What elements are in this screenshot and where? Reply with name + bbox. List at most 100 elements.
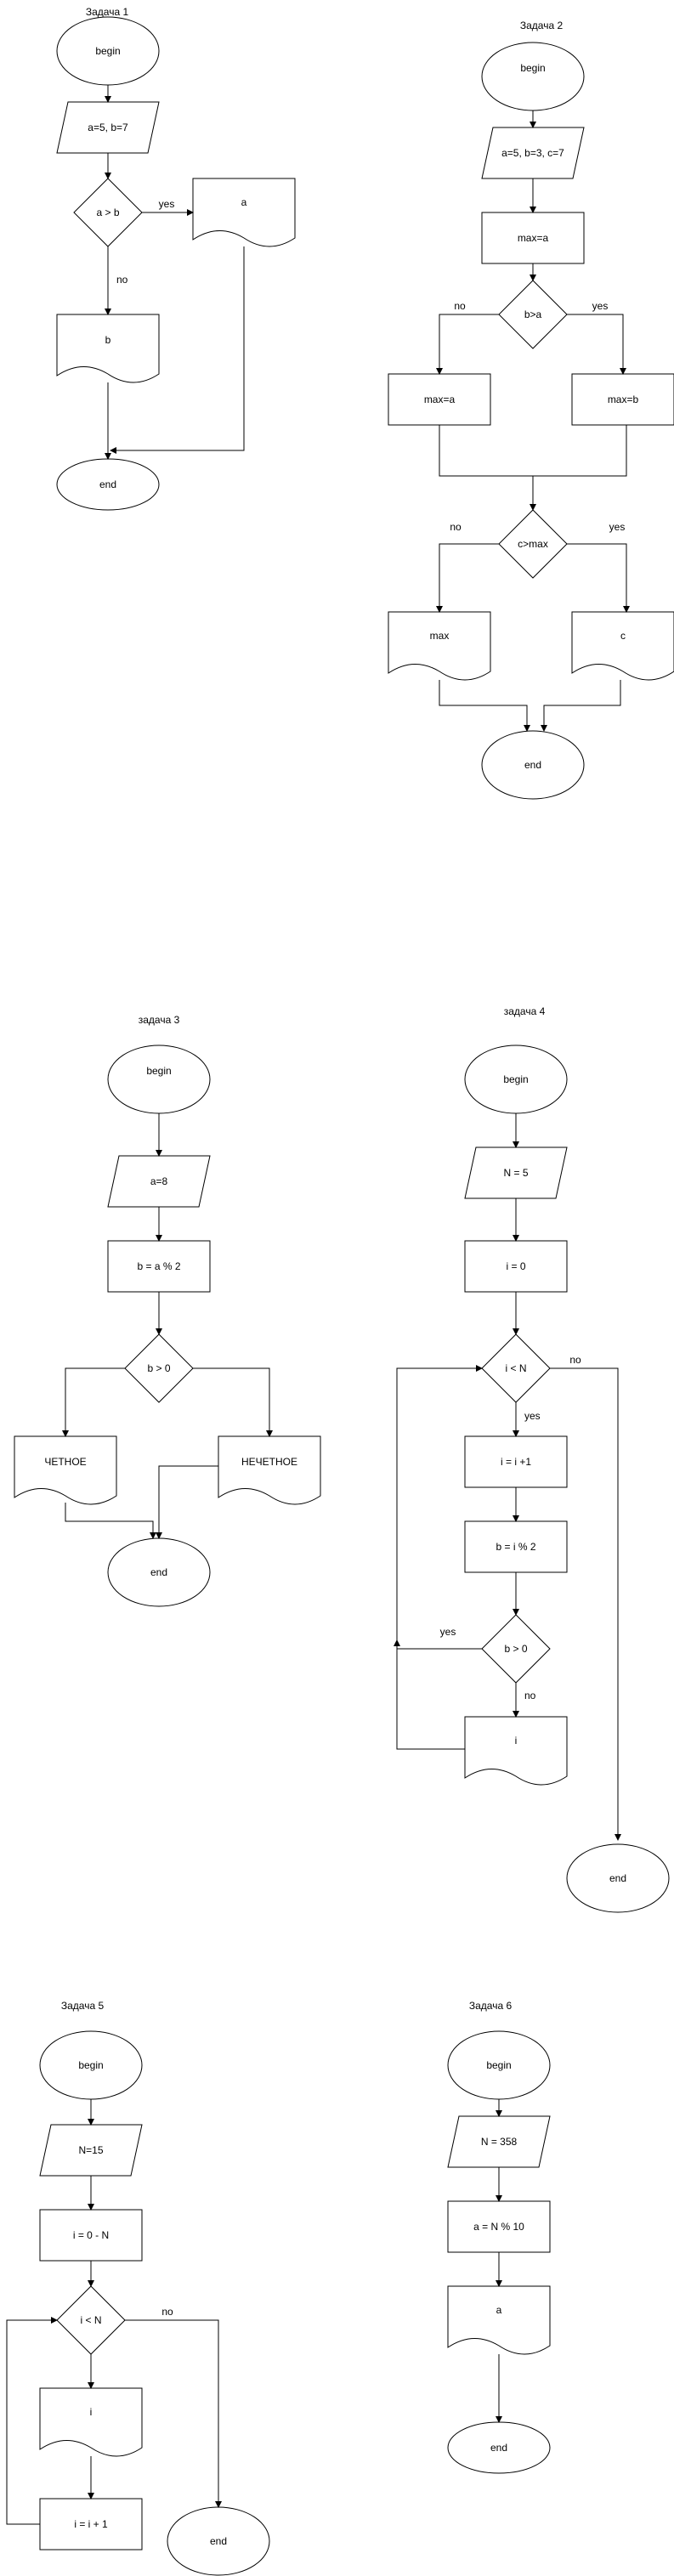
task-4-mod-label: b = i % 2 bbox=[496, 1541, 535, 1553]
task-6-output-node bbox=[447, 2285, 551, 2355]
task-4: задача 4 begin N = 5 i = 0 i < N i = i +… bbox=[394, 1005, 670, 1913]
task-2-end-label: end bbox=[524, 759, 541, 771]
task-1-output-b-node bbox=[56, 314, 160, 383]
task-2-edge-merge bbox=[439, 425, 627, 477]
task-2-edge bbox=[541, 680, 621, 732]
task-4-start-label: begin bbox=[503, 1073, 528, 1085]
task-2-input-node bbox=[481, 127, 585, 179]
task-5-start-label: begin bbox=[78, 2059, 103, 2071]
task-3-start-node bbox=[107, 1045, 211, 1114]
task-6-input-label: N = 358 bbox=[481, 2136, 518, 2148]
task-4-increment-label: i = i +1 bbox=[501, 1456, 531, 1468]
task-4-label-no-1: no bbox=[569, 1354, 581, 1366]
task-4-end-node bbox=[566, 1843, 670, 1913]
task-2-process-left-label: max=a bbox=[424, 393, 456, 405]
task-4-label-no-2: no bbox=[524, 1690, 536, 1701]
task-2-process-max-label: max=a bbox=[518, 232, 549, 244]
task-3-edge bbox=[193, 1367, 273, 1437]
task-3-output-odd-label: НЕЧЕТНОЕ bbox=[241, 1456, 297, 1468]
task-3-process-label: b = a % 2 bbox=[137, 1260, 180, 1272]
task-2-decision-b-node bbox=[498, 280, 568, 349]
task-2-edge bbox=[439, 680, 530, 732]
task-4-output-i-node bbox=[464, 1716, 568, 1786]
task-4-edge-yes bbox=[394, 1639, 482, 1650]
task-4-output-i-label: i bbox=[515, 1735, 518, 1747]
task-4-label-yes-2: yes bbox=[440, 1626, 456, 1638]
task-2-label-yes-1: yes bbox=[592, 300, 609, 312]
task-3-decision-node bbox=[124, 1333, 194, 1403]
task-4-loop-back-edge bbox=[396, 1365, 483, 1750]
task-4-title: задача 4 bbox=[504, 1005, 546, 1017]
task-5-init-label: i = 0 - N bbox=[73, 2229, 109, 2241]
task-5-input-node bbox=[39, 2124, 143, 2177]
task-2-start-node bbox=[481, 42, 585, 111]
task-5-title: Задача 5 bbox=[61, 2000, 105, 2012]
task-3-end-label: end bbox=[150, 1566, 167, 1578]
task-4-increment-node bbox=[464, 1435, 568, 1488]
task-1-start-label: begin bbox=[95, 45, 120, 57]
task-2-decision-b-label: b>a bbox=[524, 309, 542, 320]
task-2-output-max-label: max bbox=[430, 630, 450, 642]
task-3-output-odd-node bbox=[218, 1435, 321, 1505]
task-3-edge bbox=[62, 1367, 125, 1437]
task-2: Задача 2 begin a=5, b=3, c=7 max=a b>a m… bbox=[388, 20, 674, 800]
task-6-process-label: a = N % 10 bbox=[473, 2221, 524, 2233]
task-2-title: Задача 2 bbox=[520, 20, 564, 31]
task-2-process-left-node bbox=[388, 373, 491, 426]
task-5-init-node bbox=[39, 2209, 143, 2262]
task-4-edge-no bbox=[550, 1367, 621, 1841]
task-2-decision-c-node bbox=[498, 509, 568, 579]
task-4-mod-node bbox=[464, 1520, 568, 1573]
task-2-output-c-node bbox=[571, 611, 674, 681]
task-1-input-label: a=5, b=7 bbox=[88, 122, 128, 133]
task-3-input-label: a=8 bbox=[150, 1175, 168, 1187]
task-4-label-yes-1: yes bbox=[524, 1410, 541, 1422]
task-5-output-i-label: i bbox=[90, 2406, 93, 2418]
task-3-output-even-label: ЧЕТНОЕ bbox=[44, 1456, 86, 1468]
task-4-input-node bbox=[464, 1146, 568, 1199]
task-1-output-a-label: a bbox=[241, 196, 247, 208]
task-1-decision-label: a > b bbox=[96, 207, 119, 218]
task-3-start-label: begin bbox=[146, 1065, 171, 1077]
task-1-output-a-node bbox=[192, 178, 296, 247]
task-1-title: Задача 1 bbox=[86, 6, 129, 18]
task-3-output-even-node bbox=[14, 1435, 117, 1505]
task-3-edge bbox=[156, 1465, 218, 1539]
task-5: Задача 5 begin N=15 i = 0 - N i < N i i … bbox=[6, 2000, 270, 2576]
task-5-end-label: end bbox=[210, 2535, 227, 2547]
task-3-title: задача 3 bbox=[139, 1014, 180, 1026]
task-2-edge-yes bbox=[567, 543, 630, 613]
task-5-loop-back-edge bbox=[6, 2317, 58, 2525]
task-6-process-node bbox=[447, 2200, 551, 2253]
task-2-label-no-2: no bbox=[450, 521, 462, 533]
task-3-input-node bbox=[107, 1155, 211, 1208]
task-2-process-right-label: max=b bbox=[608, 393, 639, 405]
task-2-output-max-node bbox=[388, 611, 491, 681]
task-2-start-label: begin bbox=[520, 62, 545, 74]
task-1-input-node bbox=[56, 101, 160, 154]
task-4-end-label: end bbox=[609, 1872, 626, 1884]
task-6-start-label: begin bbox=[486, 2059, 511, 2071]
task-2-input-label: a=5, b=3, c=7 bbox=[501, 147, 564, 159]
task-5-increment-label: i = i + 1 bbox=[74, 2518, 108, 2530]
task-5-edge-no bbox=[125, 2319, 222, 2508]
task-2-edge-no bbox=[436, 543, 499, 613]
task-6-end-label: end bbox=[490, 2442, 507, 2454]
task-1-output-b-label: b bbox=[105, 334, 111, 346]
task-3-decision-label: b > 0 bbox=[147, 1362, 170, 1374]
task-1-end-label: end bbox=[99, 478, 116, 490]
task-5-loop-decision-label: i < N bbox=[80, 2314, 101, 2326]
task-5-label-no: no bbox=[161, 2306, 173, 2318]
task-2-label-yes-2: yes bbox=[609, 521, 626, 533]
task-2-process-max-node bbox=[481, 212, 585, 264]
task-3-edge bbox=[65, 1503, 156, 1539]
task-6-input-node bbox=[447, 2115, 551, 2168]
task-2-end-node bbox=[481, 730, 585, 800]
task-2-label-no-1: no bbox=[454, 300, 466, 312]
task-4-loop-decision-label: i < N bbox=[505, 1362, 526, 1374]
task-2-edge-no bbox=[436, 314, 499, 375]
task-2-edge-yes bbox=[567, 314, 626, 375]
task-5-input-label: N=15 bbox=[78, 2144, 103, 2156]
task-3: задача 3 begin a=8 b = a % 2 b > 0 ЧЕТНО… bbox=[14, 1014, 321, 1607]
